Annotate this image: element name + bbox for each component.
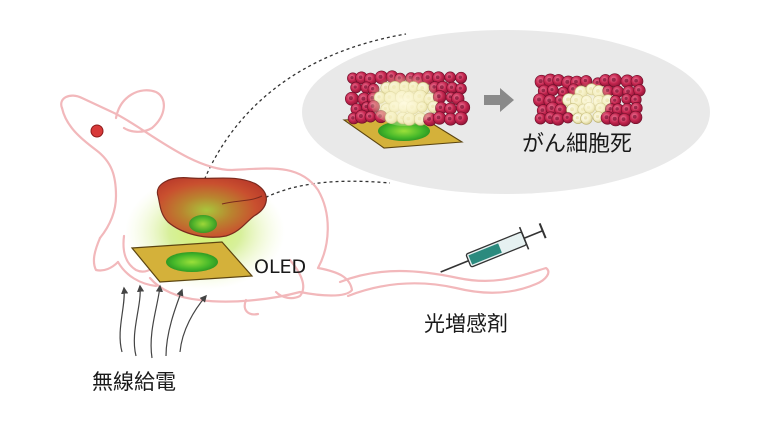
cell-nucleus xyxy=(583,78,588,83)
cell-nucleus xyxy=(555,77,560,82)
cell-nucleus xyxy=(634,78,638,83)
cell-nucleus xyxy=(358,75,363,79)
cell-nucleus xyxy=(547,98,552,103)
cell-nucleus xyxy=(549,105,554,110)
arrow-right-icon xyxy=(484,88,514,112)
cell-nucleus xyxy=(368,114,372,118)
cell-nucleus xyxy=(458,115,463,120)
cell-nucleus xyxy=(626,89,630,94)
cell-nucleus xyxy=(353,106,358,111)
cell-nucleus xyxy=(613,98,617,102)
cell-nucleus xyxy=(565,79,570,84)
callout-bubble xyxy=(302,30,710,194)
cell-nucleus xyxy=(367,76,372,81)
cell-nucleus xyxy=(454,96,459,100)
cell-nucleus xyxy=(550,88,554,92)
oled-label: OLED xyxy=(254,256,307,278)
cell-nucleus xyxy=(612,116,617,121)
cell-nucleus xyxy=(574,79,578,84)
mouse-eye xyxy=(90,124,104,138)
cell-nucleus xyxy=(351,116,355,120)
cell-nucleus xyxy=(348,96,353,101)
cell-nucleus xyxy=(547,77,552,82)
leader-line-top xyxy=(197,33,407,197)
cell-nucleus xyxy=(624,96,628,100)
cell-nucleus xyxy=(353,85,357,89)
cell-nucleus xyxy=(615,107,619,111)
cell-nucleus xyxy=(636,88,641,92)
cell-nucleus xyxy=(425,75,430,80)
mouse-illustration xyxy=(60,89,550,316)
cell-nucleus xyxy=(363,85,368,89)
cell-nucleus xyxy=(540,108,545,112)
cancer-cell-death-label: がん細胞死 xyxy=(522,132,633,157)
cell-nucleus xyxy=(633,97,637,101)
cell-cluster-after xyxy=(533,73,646,127)
cell-nucleus xyxy=(602,78,607,82)
cell-nucleus xyxy=(460,104,465,109)
dead-cell-area xyxy=(568,82,612,118)
wireless-power-arrows-icon xyxy=(119,284,207,359)
cell-nucleus xyxy=(537,97,541,102)
cell-nucleus xyxy=(633,105,638,110)
cell-nucleus xyxy=(624,78,629,83)
syringe-icon xyxy=(440,222,547,273)
cell-nucleus xyxy=(538,116,542,120)
cell-nucleus xyxy=(611,77,616,82)
cell-nucleus xyxy=(361,96,366,101)
cell-nucleus xyxy=(378,74,383,79)
cell-nucleus xyxy=(575,116,579,120)
cell-nucleus xyxy=(448,95,452,99)
cell-nucleus xyxy=(548,115,552,119)
cell-nucleus xyxy=(615,89,619,93)
cell-nucleus xyxy=(555,116,559,121)
cell-nucleus xyxy=(538,79,543,84)
wireless-power-label: 無線給電 xyxy=(92,370,176,394)
cell-nucleus xyxy=(436,115,441,120)
cell-nucleus xyxy=(604,115,609,120)
cell-nucleus xyxy=(447,106,452,110)
cell-nucleus xyxy=(439,85,444,90)
cell-nucleus xyxy=(558,107,562,112)
light-beam-inset xyxy=(370,74,438,126)
cell-nucleus xyxy=(350,76,354,80)
cell-nucleus xyxy=(558,98,562,102)
cell-nucleus xyxy=(565,115,569,119)
oled-emission xyxy=(166,252,218,272)
cell-nucleus xyxy=(358,114,363,119)
cell-nucleus xyxy=(560,90,565,94)
oled-emission-inset xyxy=(378,121,430,141)
cell-cluster-before xyxy=(342,70,471,149)
cell-nucleus xyxy=(447,75,452,79)
cell-nucleus xyxy=(458,86,462,90)
photosensitizer-label: 光増感剤 xyxy=(424,312,508,336)
tumor-light-spot xyxy=(189,215,217,233)
cell-nucleus xyxy=(438,105,443,110)
cell-nucleus xyxy=(458,75,462,79)
cell-nucleus xyxy=(541,88,546,93)
tumor xyxy=(156,177,267,238)
cell-nucleus xyxy=(435,75,440,80)
tumor-fold xyxy=(221,195,263,205)
cell-nucleus xyxy=(624,107,629,111)
cell-nucleus xyxy=(364,104,368,109)
cell-nucleus xyxy=(449,85,454,89)
cell-nucleus xyxy=(632,114,637,119)
cell-nucleus xyxy=(621,117,626,122)
cell-nucleus xyxy=(447,116,452,121)
